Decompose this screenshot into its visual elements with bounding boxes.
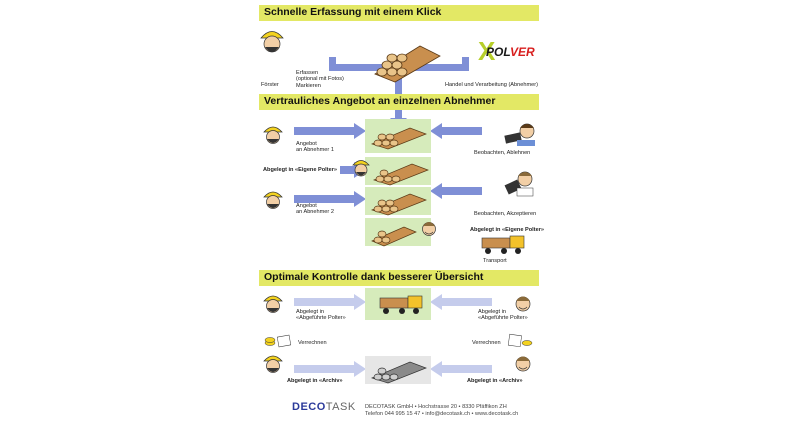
invoice-icon [507,333,533,348]
label-abgelegt-eigene-right: Abgelegt in «Eigene Polter» [470,227,544,233]
label-abgelegt-eigene-left: Abgelegt in «Eigene Polter» [263,167,337,173]
footer-address: DECOTASK GmbH • Hochstrasse 20 • 8330 Pf… [365,404,507,410]
polver-logo: X POL VER [478,36,538,67]
forester-avatar-icon [263,191,283,209]
label-abgefuehrte-left: Abgelegt in «Abgeführte Polter» [296,309,346,322]
buyer-avatar-icon [515,296,531,312]
footer-contact: Telefon 044 995 15 47 • info@decotask.ch… [365,411,519,417]
decotask-logo: DECOTASK [292,401,356,413]
section-header-offer: Vertrauliches Angebot an einzelnen Abneh… [259,94,539,110]
forester-avatar-icon [260,31,284,53]
label-verrechnen-left: Verrechnen [298,340,327,346]
log-pile-icon [370,127,427,150]
coins-invoice-icon [264,334,292,348]
log-pile-gray-icon [370,361,427,384]
label-abgefuehrte-right: Abgelegt in «Abgeführte Polter» [478,309,528,322]
arrow-abgefuehrt-right [430,294,492,310]
label-beobachten-akzeptieren: Beobachten, Akzeptieren [474,211,537,217]
buyer-laptop-icon [504,123,535,146]
arrow-archiv-right [430,361,492,377]
arrow-reject [430,123,482,139]
forester-avatar-icon [263,355,283,373]
logo-ver: VER [510,45,535,59]
arrow-abgefuehrt-left [294,294,366,310]
section-header-capture: Schnelle Erfassung mit einem Klick [259,5,539,21]
buyer-avatar-icon [515,356,531,372]
label-archiv-right: Abgelegt in «Archiv» [467,378,523,384]
forester-avatar-icon [352,160,370,177]
label-angebot-2: Angebot an Abnehmer 2 [296,203,334,216]
log-pile-icon [370,193,427,216]
label-beobachten-ablehnen: Beobachten, Ablehnen [474,150,531,156]
arrow-offer-2 [294,191,366,207]
arrow-offer-1 [294,123,366,139]
buyer-tablet-icon [504,171,534,197]
logo-x: X [478,36,496,66]
buyer-avatar-icon [422,222,436,236]
label-verrechnen-right: Verrechnen [472,340,501,346]
label-transport: Transport [483,258,507,264]
log-pile-icon [372,163,429,186]
label-foerster: Förster [261,82,279,88]
section-header-control: Optimale Kontrolle dank besserer Übersic… [259,270,539,286]
log-pile-icon [374,45,441,83]
forester-avatar-icon [263,295,283,313]
label-handel: Handel und Verarbeitung (Abnehmer) [445,82,538,88]
forester-avatar-icon [263,126,283,144]
arrow-archiv-left [294,361,366,377]
label-archiv-left: Abgelegt in «Archiv» [287,378,343,384]
truck-icon [379,295,423,314]
logo-pol: POL [486,45,511,59]
label-erfassen: Erfassen (optional mit Fotos) Markieren [296,70,344,89]
arrow-accept [430,183,482,199]
label-angebot-1: Angebot an Abnehmer 1 [296,141,334,154]
log-pile-icon [371,226,417,247]
truck-icon [481,235,525,254]
